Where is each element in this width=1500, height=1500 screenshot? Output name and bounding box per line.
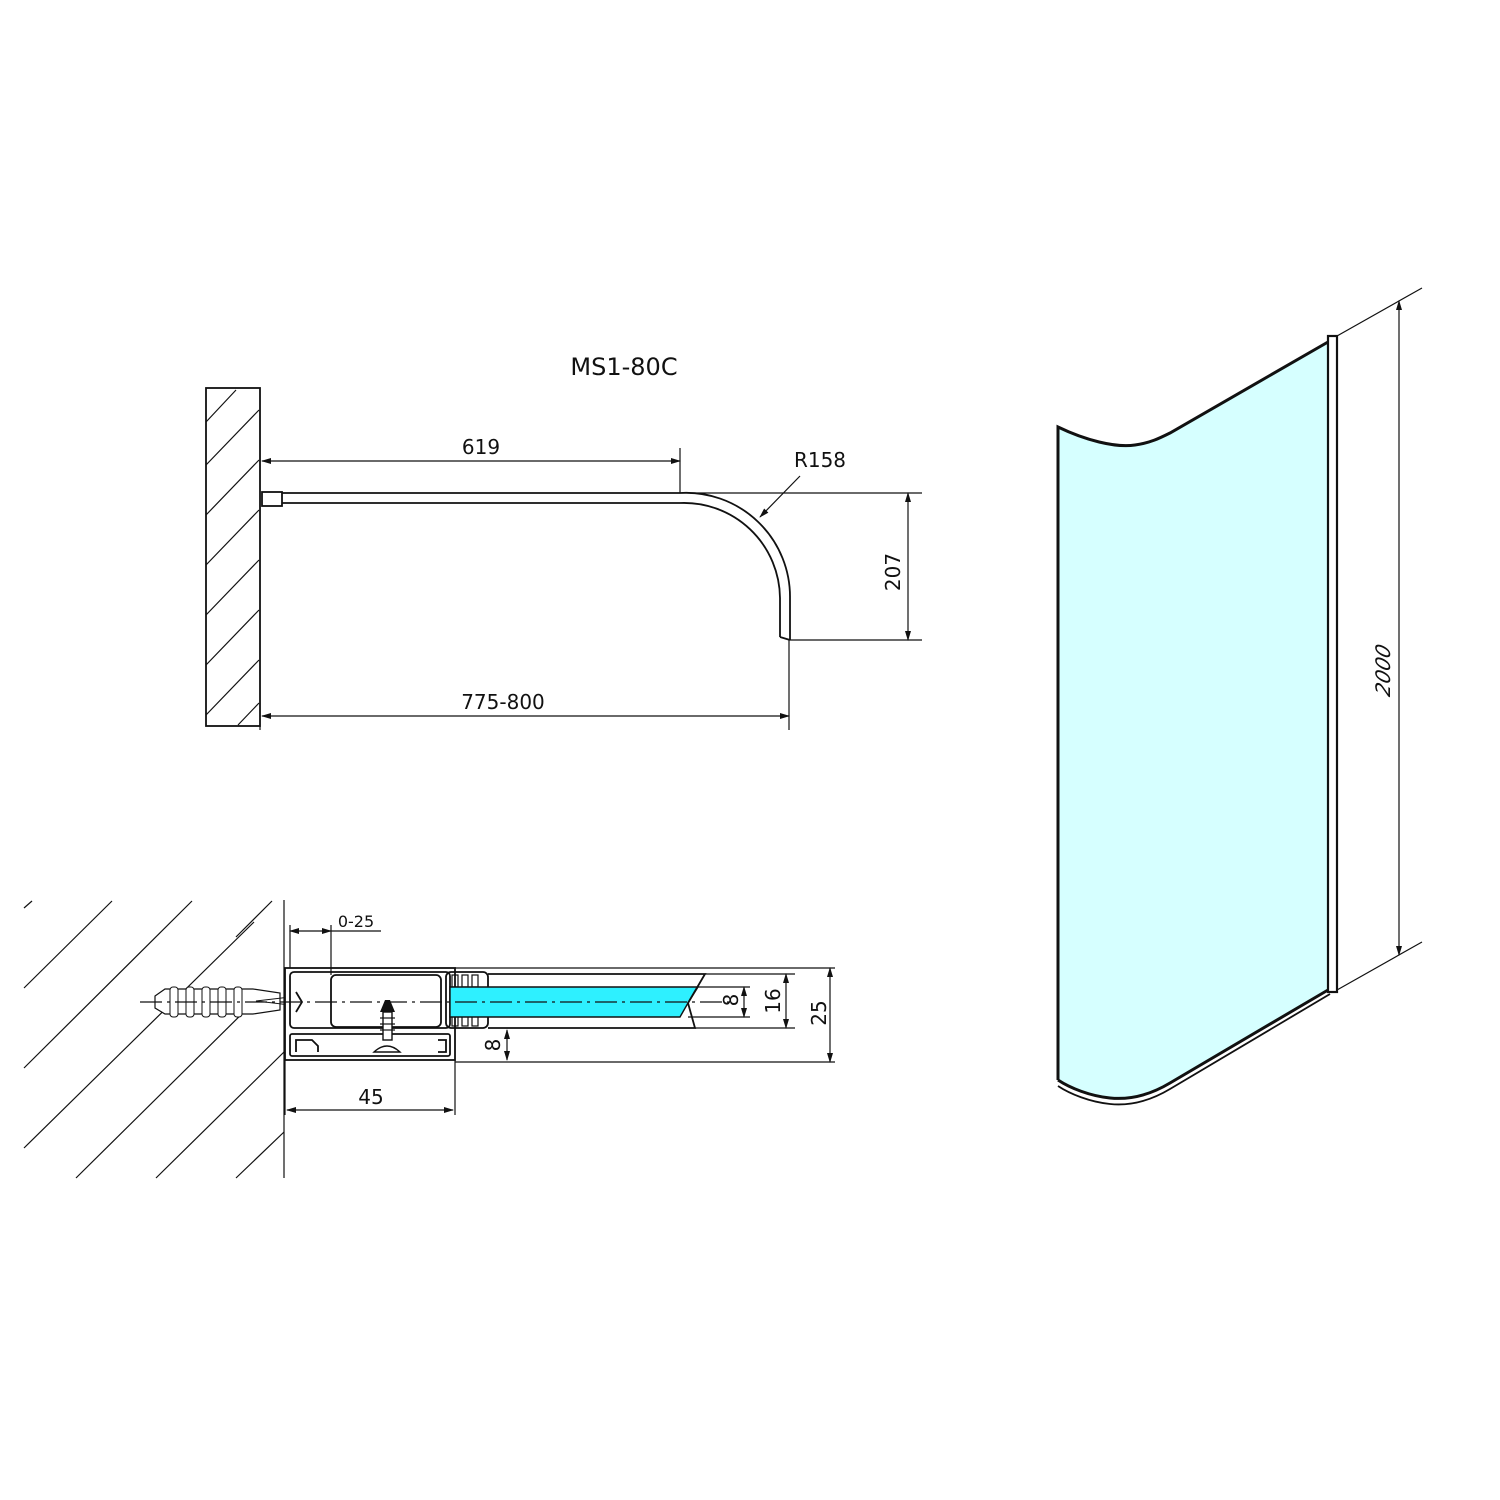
dim-619-label: 619 — [462, 435, 500, 459]
wall-profile-section — [284, 967, 489, 1061]
section-wall-hatch — [23, 900, 285, 1179]
dim-r158-label: R158 — [794, 448, 846, 472]
iso-wall-profile — [1326, 334, 1339, 994]
dim-0-25-label: 0-25 — [338, 912, 374, 931]
dim-2000-label: 2000 — [1371, 642, 1395, 699]
dim-16-label: 16 — [761, 988, 785, 1013]
section-detail: 0-25 45 8 16 25 8 — [23, 900, 835, 1179]
radius-leader — [759, 475, 801, 518]
glass-panel — [1058, 342, 1328, 1099]
glass-outline — [488, 973, 707, 1029]
dim-8-bottom-label: 8 — [481, 1039, 505, 1052]
wall-profile — [261, 491, 283, 507]
glass-panel-top-edge — [1056, 340, 1329, 1080]
top-view: MS1-80C 619 R158 207 — [205, 353, 922, 730]
wall-anchor — [154, 986, 291, 1018]
wall-hatch — [205, 387, 261, 727]
dim-207-label: 207 — [881, 553, 905, 591]
dim-775-800-label: 775-800 — [461, 690, 545, 714]
isometric-view: 2000 — [1056, 287, 1423, 1106]
glass-plan-outer — [282, 491, 791, 640]
glass-panel-bottom-edge — [1057, 988, 1329, 1100]
dim-45-label: 45 — [358, 1085, 383, 1109]
dim-8-glass-label: 8 — [719, 994, 743, 1007]
glass-plan-inner — [282, 502, 781, 637]
model-title: MS1-80C — [570, 353, 677, 381]
dim-25-label: 25 — [807, 1000, 831, 1025]
